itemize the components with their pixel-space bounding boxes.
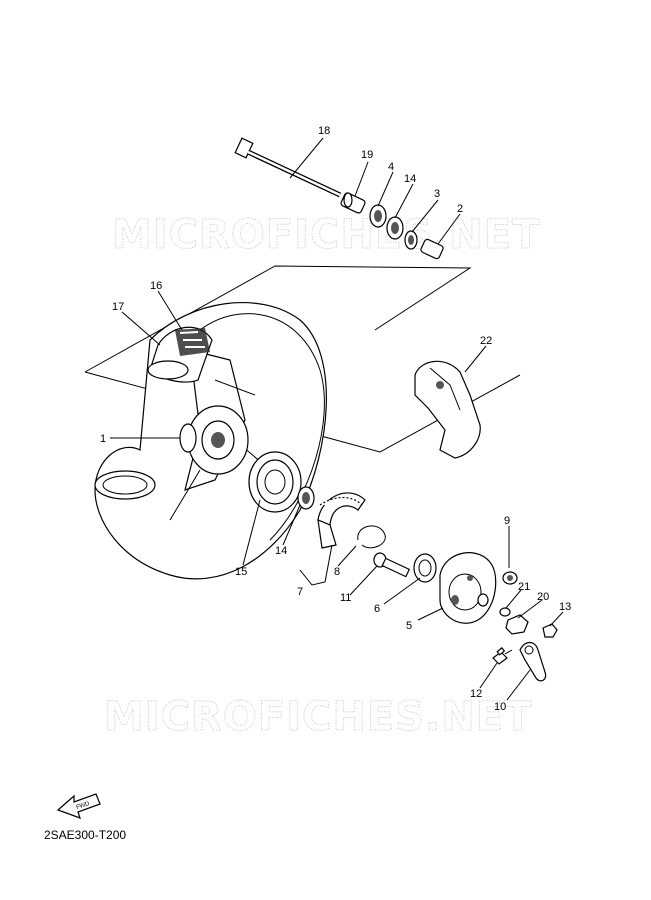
- spring-8: [357, 525, 386, 549]
- nut-13: [542, 623, 558, 638]
- callout-13: 13: [559, 601, 571, 613]
- callout-20: 20: [537, 591, 549, 603]
- callout-8: 8: [334, 566, 340, 578]
- callout-3: 3: [434, 188, 440, 200]
- callout-7: 7: [297, 586, 303, 598]
- axle: [234, 137, 342, 198]
- callout-labels: 18 19 4 14 3 2 16 17 22 1 14 15 8 7 11 6…: [100, 125, 571, 713]
- callout-1: 1: [100, 433, 106, 445]
- callout-11: 11: [340, 592, 351, 604]
- watermark-bottom: MICROFICHES.NET: [104, 694, 532, 740]
- leader-lines: [110, 137, 564, 701]
- bearing-14-top: [386, 216, 404, 240]
- callout-22: 22: [480, 335, 492, 347]
- diagram-code: 2SAE300-T200: [44, 828, 127, 842]
- bearing-14-bottom: [297, 486, 315, 510]
- callout-5: 5: [406, 620, 412, 632]
- collar-19: [340, 192, 366, 214]
- fwd-arrow-icon: FWD: [56, 793, 101, 819]
- tire-tube: [147, 326, 213, 383]
- callout-17: 17: [112, 301, 124, 313]
- callout-4: 4: [388, 161, 394, 173]
- washer-21: [499, 607, 511, 617]
- callout-14-top: 14: [404, 173, 416, 185]
- callout-16: 16: [150, 280, 162, 292]
- gear-unit-22: [414, 360, 481, 459]
- fwd-label: FWD: [76, 801, 91, 811]
- nut-9: [502, 571, 518, 585]
- nut-20: [505, 614, 529, 635]
- callout-10: 10: [494, 701, 506, 713]
- seal-6: [413, 553, 437, 583]
- callout-19: 19: [361, 149, 373, 161]
- callout-15: 15: [235, 566, 247, 578]
- bolt-12: [492, 647, 513, 665]
- callout-12: 12: [470, 688, 482, 700]
- cam-lever-10: [519, 641, 547, 682]
- callout-9: 9: [504, 515, 510, 527]
- callout-21: 21: [518, 581, 530, 593]
- bearing-4: [369, 204, 387, 228]
- seal-15: [248, 451, 302, 513]
- brake-shoe-plate-5: [439, 552, 497, 624]
- spacer-2: [420, 238, 444, 260]
- brake-shoe-7: [317, 492, 366, 549]
- callout-18: 18: [318, 125, 330, 137]
- callout-2: 2: [457, 203, 463, 215]
- brake-cam-11: [373, 552, 411, 578]
- callout-6: 6: [374, 603, 380, 615]
- callout-14-bottom: 14: [275, 545, 287, 557]
- seal-3: [404, 230, 418, 250]
- watermark-top: MICROFICHES.NET: [112, 212, 540, 258]
